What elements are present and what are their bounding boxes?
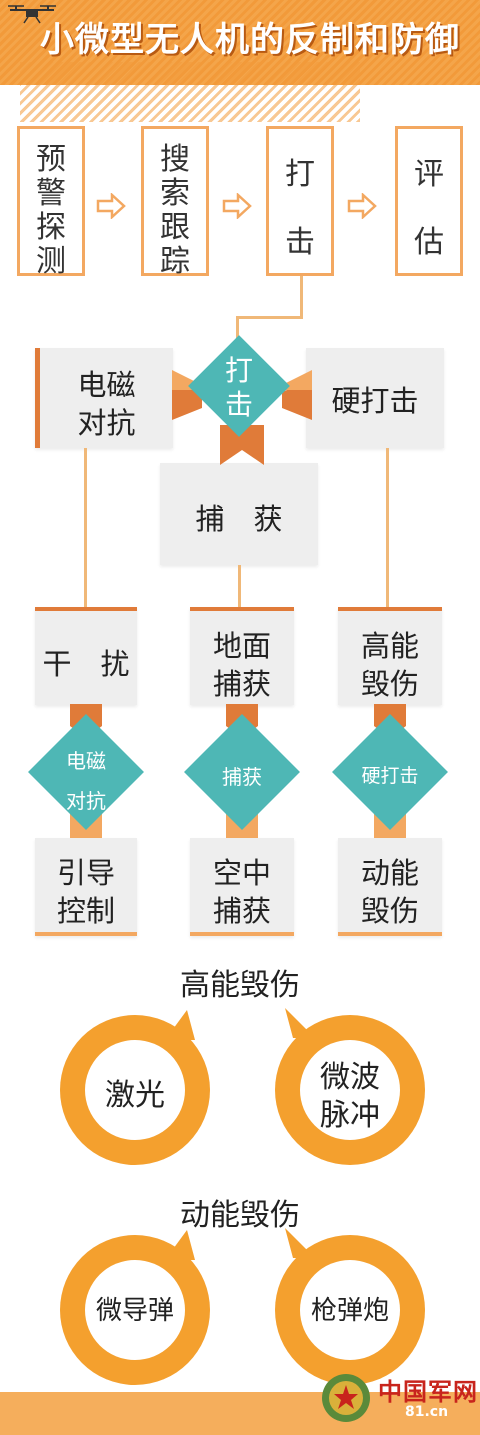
step-label-line: 跟	[160, 210, 190, 245]
diamond-label-line: 击	[224, 388, 253, 421]
step-label-line: 索	[160, 176, 190, 211]
step-search-track: 搜 索 跟 踪	[141, 126, 209, 279]
box-label-line: 捕获	[212, 667, 271, 701]
step-label-line: 预	[36, 142, 66, 177]
kinetic-damage-box: 动能 毁伤	[338, 838, 442, 936]
air-capture-box: 空中 捕获	[190, 838, 294, 936]
step-label-line: 估	[414, 225, 444, 260]
speech-tail-decoration	[285, 1008, 315, 1038]
circle-inner: 激光	[85, 1040, 185, 1140]
circle-label: 激光	[105, 1078, 165, 1113]
arrow-right-icon	[222, 193, 252, 219]
connector-line	[236, 316, 239, 352]
decorative-stripes	[20, 62, 360, 122]
box-label-line: 毁伤	[360, 667, 419, 701]
connector-line	[84, 448, 87, 608]
step-label-line: 测	[36, 244, 66, 279]
step-early-warning: 预 警 探 测	[17, 126, 85, 279]
connector-line	[300, 276, 303, 318]
step-evaluate: 评 估	[395, 126, 463, 276]
hard-kill-box: 硬打击	[306, 348, 444, 448]
footer-logo-url: 81.cn	[405, 1404, 449, 1420]
diamond-label-line: 电磁	[66, 749, 106, 773]
diamond-label-line: 对抗	[66, 789, 106, 813]
box-label-line: 动能	[360, 856, 419, 890]
box-label-line: 毁伤	[360, 894, 419, 928]
interference-box: 干 扰	[35, 607, 137, 705]
diamond-label-line: 硬打击	[361, 765, 419, 787]
drone-icon	[8, 5, 56, 24]
circle-label: 微波	[320, 1060, 380, 1095]
box-label-line: 干 扰	[42, 647, 130, 681]
circle-inner: 微波 脉冲	[300, 1040, 400, 1140]
box-label-line: 高能	[360, 629, 419, 663]
speech-tail-decoration	[285, 1228, 315, 1258]
footer-bar	[0, 1392, 480, 1435]
step-strike: 打 击	[266, 126, 334, 276]
circle-label: 脉冲	[320, 1098, 380, 1133]
step-label-line: 搜	[160, 142, 190, 177]
arrow-right-icon	[96, 193, 126, 219]
section-title-high-energy: 高能毁伤	[180, 968, 300, 1003]
step-label-line: 警	[36, 176, 66, 211]
high-energy-damage-box: 高能 毁伤	[338, 607, 442, 705]
arrow-right-icon	[347, 193, 377, 219]
connector-line	[238, 565, 241, 608]
diamond-label-line: 捕获	[222, 765, 262, 789]
footer-logo-text: 中国军网	[378, 1378, 478, 1406]
speech-tail-decoration	[165, 1010, 195, 1040]
guidance-control-box: 引导 控制	[35, 838, 137, 936]
step-label-line: 打	[285, 157, 315, 192]
step-label-line: 击	[285, 225, 315, 260]
ground-capture-box: 地面 捕获	[190, 607, 294, 705]
box-label-line: 地面	[212, 629, 271, 663]
box-label-line: 捕获	[212, 894, 271, 928]
circle-label: 枪弹炮	[310, 1296, 389, 1326]
army-emblem-icon	[322, 1374, 370, 1422]
circle-inner: 枪弹炮	[300, 1260, 400, 1360]
step-label-line: 踪	[160, 244, 190, 279]
speech-tail-decoration	[165, 1230, 195, 1260]
box-label-line: 对抗	[77, 406, 136, 440]
capture-box: 捕 获	[160, 463, 318, 565]
step-label-line: 探	[36, 210, 66, 245]
em-countermeasure-box: 电磁 对抗	[35, 348, 173, 448]
section-title-kinetic: 动能毁伤	[180, 1198, 300, 1233]
box-label-line: 空中	[212, 856, 271, 890]
box-label-line: 控制	[56, 894, 115, 928]
connector-line	[386, 448, 389, 608]
page-title: 小微型无人机的反制和防御	[40, 20, 460, 60]
box-label-line: 电磁	[77, 368, 136, 402]
connector-line	[236, 316, 303, 319]
diamond-label-line: 打	[224, 354, 253, 387]
box-label-line: 引导	[56, 856, 115, 890]
step-label-line: 评	[414, 157, 444, 192]
circle-label: 微导弹	[95, 1296, 174, 1326]
circle-inner: 微导弹	[85, 1260, 185, 1360]
box-label: 硬打击	[331, 384, 419, 418]
box-label: 捕 获	[195, 502, 283, 536]
